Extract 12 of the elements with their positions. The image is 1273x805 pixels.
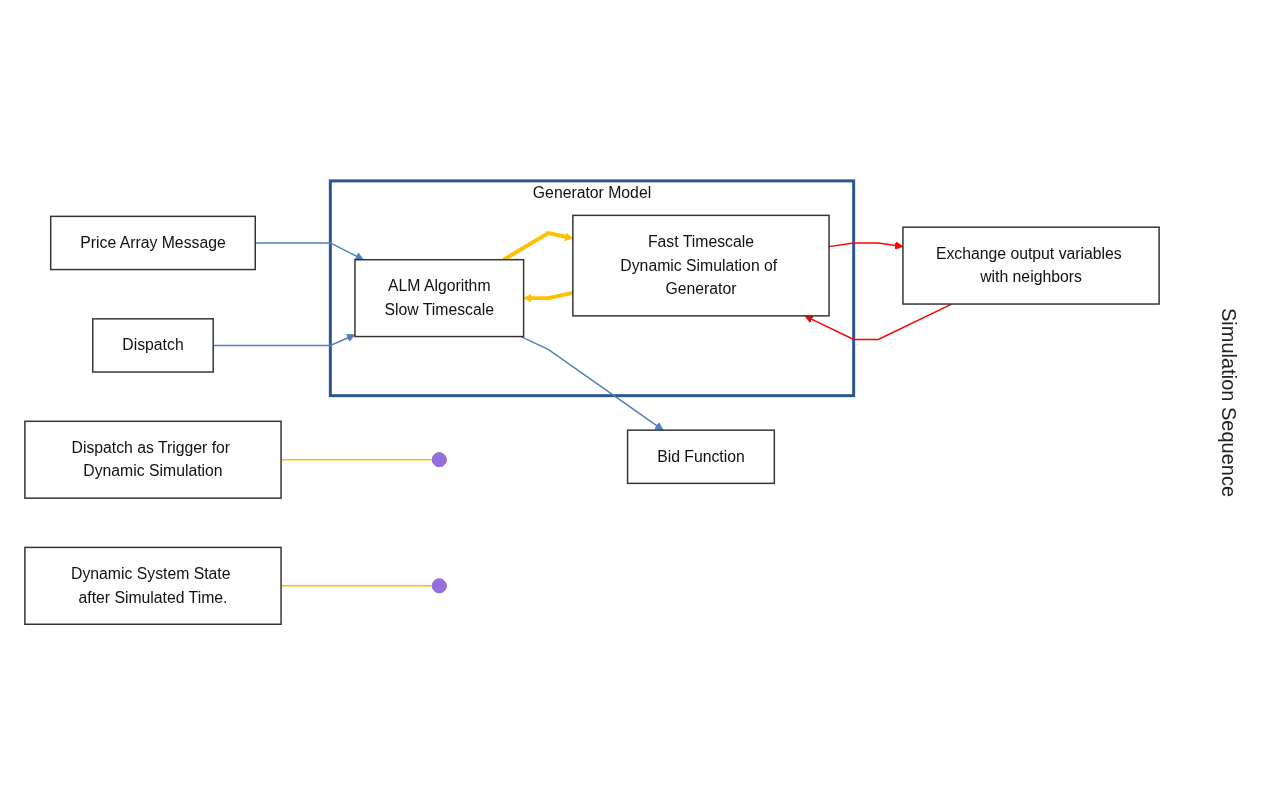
node-box: Fast Timescale Dynamic Simulation of Generator [571, 214, 830, 317]
node-box: Bid Function [626, 429, 775, 485]
node-box: Price Array Message [49, 215, 256, 271]
node-box: Dispatch [91, 318, 214, 373]
node-box: Dynamic System State after Simulated Time. [23, 546, 282, 625]
arrow [803, 303, 952, 341]
node-box: Exchange output variables with neighbors [901, 226, 1160, 305]
sequence-label: Simulation Sequence [1216, 308, 1240, 497]
node-box: ALM Algorithm Slow Timescale [353, 258, 524, 338]
node-box: Dispatch as Trigger for Dynamic Simulation [23, 420, 282, 499]
arrow [254, 242, 364, 260]
arrow [519, 335, 663, 431]
